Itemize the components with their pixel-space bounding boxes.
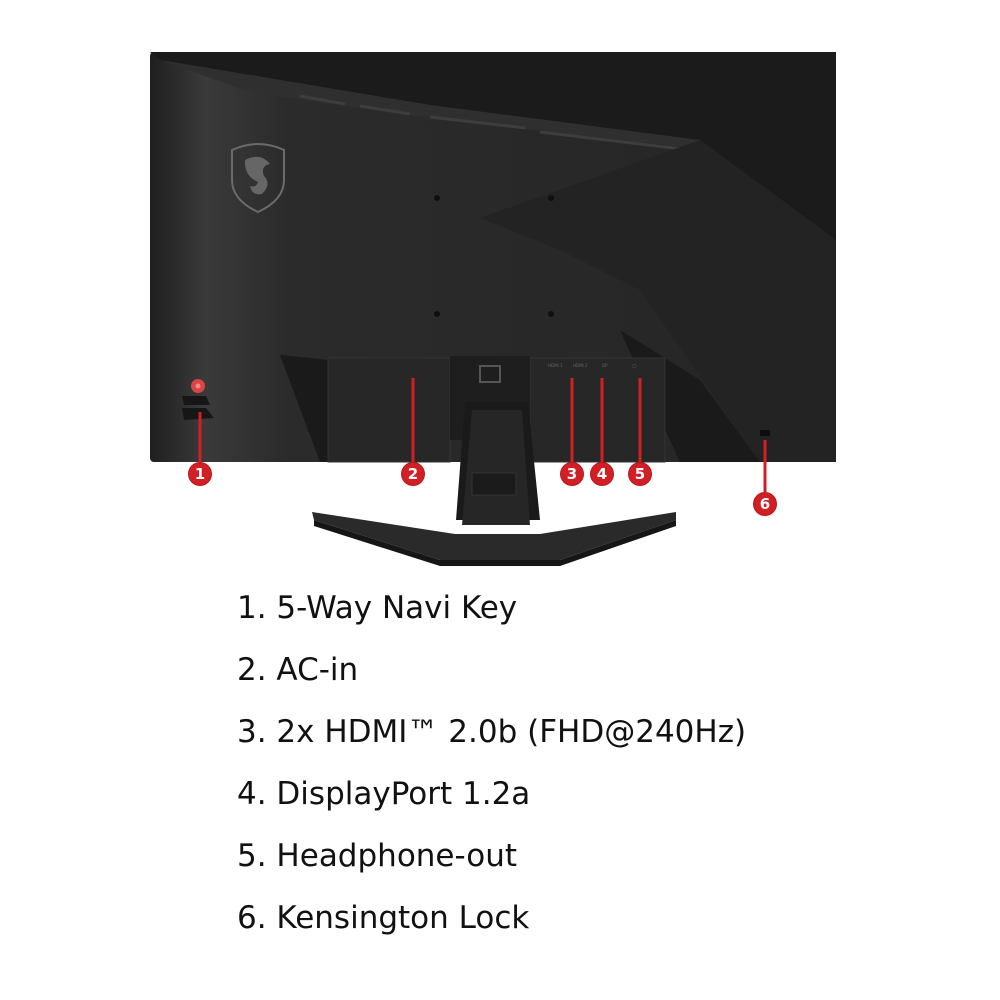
callout-marker-4: 4 [591, 463, 613, 485]
callout-marker-6: 6 [754, 493, 776, 515]
monitor-rear-illustration: HDMI 1 HDMI 2 DP ◯ 1 2 3 4 5 6 [150, 52, 836, 566]
callout-marker-2: 2 [402, 463, 424, 485]
svg-text:HDMI 1: HDMI 1 [548, 363, 563, 368]
feature-item-hdmi: 3. 2x HDMI™ 2.0b (FHD@240Hz) [237, 714, 747, 750]
feature-item-navi-key: 1. 5-Way Navi Key [237, 590, 518, 626]
feature-item-ac-in: 2. AC-in [237, 652, 359, 688]
feature-item-headphone-out: 5. Headphone-out [237, 838, 518, 874]
svg-text:HDMI 2: HDMI 2 [573, 363, 588, 368]
feature-item-kensington-lock: 6. Kensington Lock [237, 900, 530, 936]
monitor-rear-svg: HDMI 1 HDMI 2 DP ◯ [150, 52, 836, 566]
callout-marker-5: 5 [629, 463, 651, 485]
callout-marker-1: 1 [189, 463, 211, 485]
svg-text:DP: DP [602, 363, 608, 368]
feature-list: 1. 5-Way Navi Key 2. AC-in 3. 2x HDMI™ 2… [237, 588, 746, 960]
feature-item-displayport: 4. DisplayPort 1.2a [237, 776, 531, 812]
svg-text:◯: ◯ [632, 363, 637, 368]
callout-marker-3: 3 [561, 463, 583, 485]
msi-logo-icon [231, 143, 285, 214]
